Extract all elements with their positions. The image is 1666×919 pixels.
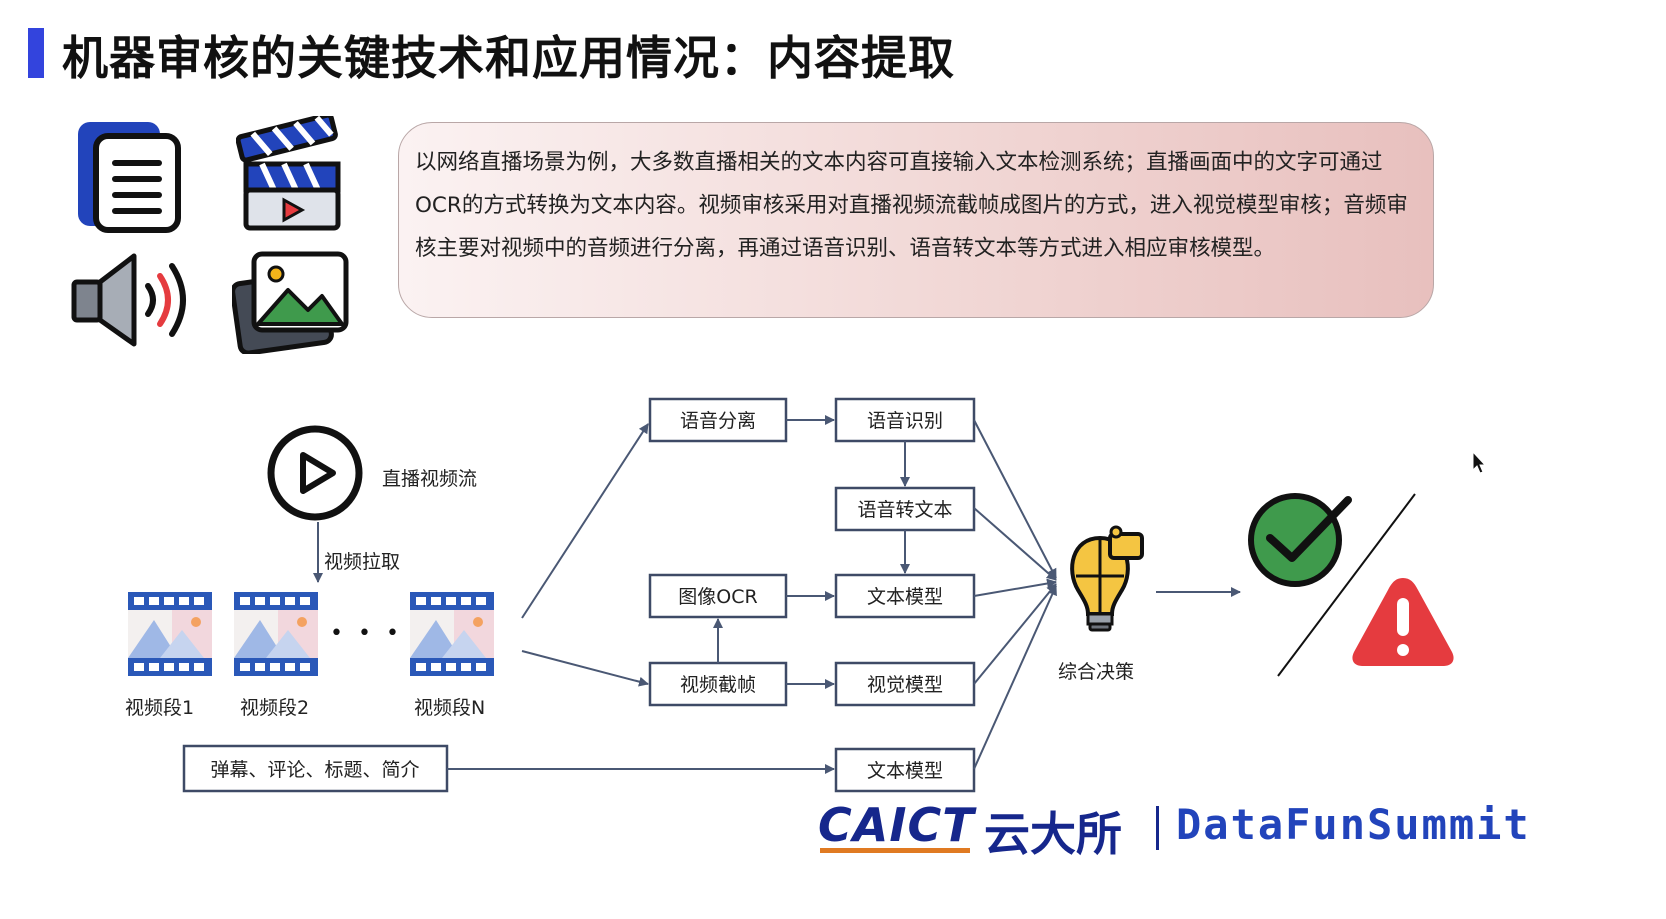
speaker-icon bbox=[71, 253, 186, 347]
box-visual-model bbox=[834, 661, 976, 707]
box-text-model-1 bbox=[834, 573, 976, 619]
check-circle-icon bbox=[1248, 493, 1352, 587]
image-gallery-icon bbox=[232, 251, 349, 354]
box-text-model-1-label: 文本模型 bbox=[867, 586, 943, 608]
caict-logo-text: CAICT bbox=[818, 798, 975, 852]
datafun-logo-text: DataFunSummit bbox=[1176, 800, 1531, 849]
arrow-visual-to-decision bbox=[973, 583, 1057, 685]
box-speech-to-text bbox=[834, 486, 976, 532]
play-icon bbox=[267, 425, 363, 521]
arrow-textmodel-to-decision bbox=[973, 578, 1057, 597]
yds-logo-text: 云大所 bbox=[984, 807, 1122, 861]
decision-label: 综合决策 bbox=[1058, 661, 1134, 683]
box-audio-separation-label: 语音分离 bbox=[680, 410, 756, 432]
logo-separator bbox=[1156, 806, 1159, 850]
pull-label: 视频拉取 bbox=[324, 551, 400, 573]
document-icon bbox=[78, 122, 181, 233]
box-image-ocr bbox=[648, 573, 788, 619]
box-text-model-2-label: 文本模型 bbox=[867, 760, 943, 782]
caict-underline bbox=[820, 848, 970, 853]
description-box: 以网络直播场景为例，大多数直播相关的文本内容可直接输入文本检测系统；直播画面中的… bbox=[398, 122, 1434, 318]
footer-logo: CAICT 云大所 DataFunSummit bbox=[818, 798, 1658, 861]
video-segment-icon-1 bbox=[128, 592, 212, 676]
arrow-recognition-to-decision bbox=[973, 419, 1057, 579]
title-accent-bar bbox=[28, 28, 44, 78]
arrow-textmodel2-to-decision bbox=[973, 585, 1057, 770]
box-speech-to-text-label: 语音转文本 bbox=[857, 499, 952, 521]
arrow-segments-to-audio bbox=[521, 423, 649, 619]
box-frame-capture-label: 视频截帧 bbox=[680, 674, 756, 696]
mouse-cursor-icon bbox=[1472, 450, 1487, 474]
segment-label-2: 视频段2 bbox=[240, 697, 309, 719]
box-image-ocr-label: 图像OCR bbox=[678, 586, 757, 608]
box-audio-separation bbox=[648, 397, 788, 443]
clapperboard-icon bbox=[236, 116, 341, 231]
segment-ellipsis: • • • bbox=[330, 621, 403, 646]
segment-label-1: 视频段1 bbox=[125, 697, 194, 719]
arrow-s2t-to-decision bbox=[973, 507, 1057, 581]
warning-triangle-icon bbox=[1352, 578, 1454, 666]
segment-label-n: 视频段N bbox=[414, 697, 485, 719]
box-visual-model-label: 视觉模型 bbox=[867, 674, 943, 696]
page-title: 机器审核的关键技术和应用情况：内容提取 bbox=[62, 31, 955, 85]
box-text-model-2 bbox=[834, 747, 976, 793]
lightbulb-puzzle-icon bbox=[1070, 525, 1144, 632]
stream-label: 直播视频流 bbox=[382, 468, 477, 490]
result-divider bbox=[1277, 493, 1416, 677]
box-speech-recognition bbox=[834, 397, 976, 443]
box-danmaku-label: 弹幕、评论、标题、简介 bbox=[210, 759, 419, 781]
arrow-segments-to-frames bbox=[521, 650, 649, 687]
box-speech-recognition-label: 语音识别 bbox=[867, 410, 943, 432]
video-segment-icon-n bbox=[410, 592, 494, 676]
video-segment-icon-2 bbox=[234, 592, 318, 676]
